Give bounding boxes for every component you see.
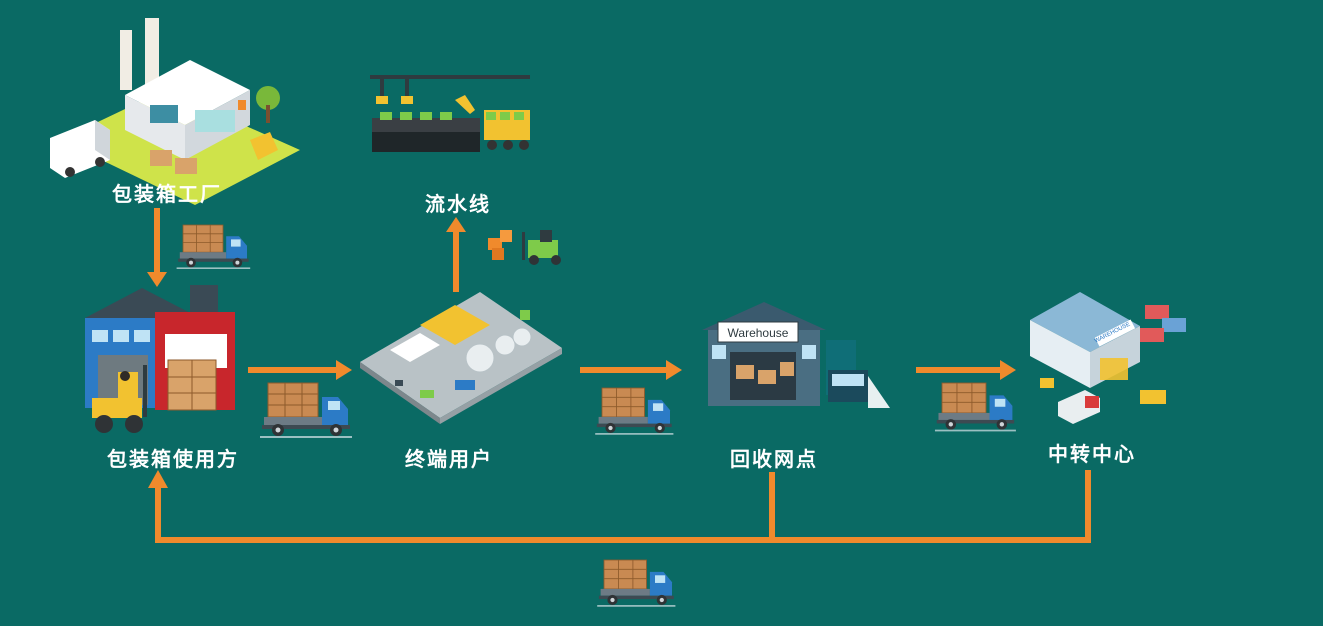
warehouse-sign-text: Warehouse (728, 326, 789, 340)
packaging-user-label: 包装箱使用方 (107, 447, 239, 471)
end-user-plant-icon (360, 292, 562, 424)
arrows (147, 208, 1091, 543)
factory-icon (50, 18, 300, 205)
arrow-user-to-end (248, 360, 352, 380)
truck-icon-5 (596, 559, 676, 608)
arrow-end-to-recycle (580, 360, 682, 380)
packaging-user-icon (85, 285, 235, 433)
truck-icon-4 (934, 382, 1017, 432)
transit-center-label: 中转中心 (1048, 442, 1136, 466)
recycle-point-label: 回收网点 (730, 447, 818, 471)
forklift-icon (488, 230, 561, 265)
arrow-recycle-to-transit (916, 360, 1016, 380)
transit-center-icon: WAREHOUSE (1030, 292, 1186, 424)
end-user-label: 终端用户 (405, 447, 493, 471)
arrow-return-loop (148, 470, 1091, 543)
assembly-line-icon (370, 75, 530, 152)
assembly-line-label: 流水线 (425, 192, 491, 216)
warehouse-icon: Warehouse (702, 302, 890, 408)
truck-icon-1 (176, 224, 251, 270)
arrow-factory-to-user (147, 208, 167, 287)
truck-icon-3 (594, 387, 674, 436)
truck-icon-2 (259, 382, 353, 439)
factory-label: 包装箱工厂 (112, 182, 222, 206)
arrow-end-to-line (446, 217, 466, 292)
